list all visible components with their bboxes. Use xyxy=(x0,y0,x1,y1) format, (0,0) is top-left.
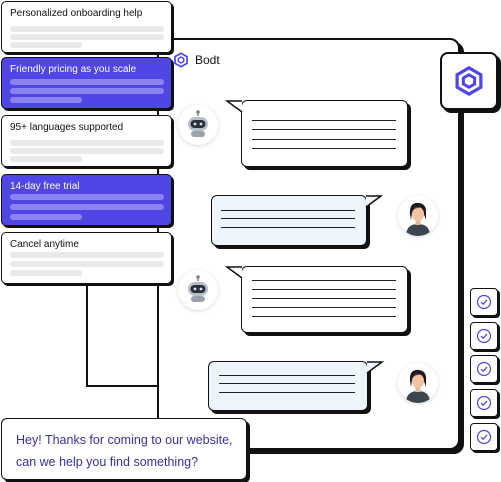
app-name: Bodt xyxy=(195,53,220,67)
check-button[interactable] xyxy=(470,355,498,383)
check-circle-icon xyxy=(476,328,492,344)
bubble-tail xyxy=(365,195,384,208)
window-title: Bodt xyxy=(173,52,220,68)
user-message-bubble xyxy=(208,361,368,411)
bubble-tail xyxy=(224,100,243,113)
bot-message-bubble xyxy=(241,100,408,167)
feature-card-languages[interactable]: 95+ languages supported xyxy=(1,115,172,167)
check-button[interactable] xyxy=(470,423,498,451)
user-avatar xyxy=(398,196,438,236)
bubble-tail xyxy=(224,266,243,279)
check-circle-icon xyxy=(476,429,492,445)
bodt-logo-tile[interactable] xyxy=(440,52,498,110)
bodt-logo-icon xyxy=(455,66,483,96)
check-button[interactable] xyxy=(470,288,498,316)
user-avatar-icon xyxy=(398,363,438,403)
feature-card-onboarding[interactable]: Personalized onboarding help xyxy=(1,1,172,53)
check-circle-icon xyxy=(476,294,492,310)
feature-label: Friendly pricing as you scale xyxy=(10,64,137,75)
bot-avatar xyxy=(178,105,218,145)
feature-label: Personalized onboarding help xyxy=(10,8,143,19)
check-button[interactable] xyxy=(470,322,498,350)
greeting-line: can we help you find something? xyxy=(16,455,199,469)
feature-card-pricing[interactable]: Friendly pricing as you scale xyxy=(1,57,172,109)
feature-card-trial[interactable]: 14-day free trial xyxy=(1,174,172,226)
user-avatar xyxy=(398,363,438,403)
feature-label: 14-day free trial xyxy=(10,181,80,192)
greeting-message: Hey! Thanks for coming to our website, c… xyxy=(1,418,247,480)
greeting-line: Hey! Thanks for coming to our website, xyxy=(16,433,233,447)
check-circle-icon xyxy=(476,395,492,411)
check-button[interactable] xyxy=(470,389,498,417)
check-circle-icon xyxy=(476,361,492,377)
bubble-tail xyxy=(366,361,385,374)
bot-avatar-icon xyxy=(188,110,208,137)
feature-label: Cancel anytime xyxy=(10,239,79,250)
bot-avatar xyxy=(178,270,218,310)
user-avatar-icon xyxy=(398,196,438,236)
user-message-bubble xyxy=(211,195,367,246)
feature-card-cancel[interactable]: Cancel anytime xyxy=(1,232,172,284)
bot-message-bubble xyxy=(241,266,408,333)
bot-avatar-icon xyxy=(188,275,208,302)
connector-line xyxy=(86,283,88,386)
bodt-logo-icon xyxy=(174,52,188,68)
feature-label: 95+ languages supported xyxy=(10,122,124,133)
connector-line xyxy=(86,385,208,387)
